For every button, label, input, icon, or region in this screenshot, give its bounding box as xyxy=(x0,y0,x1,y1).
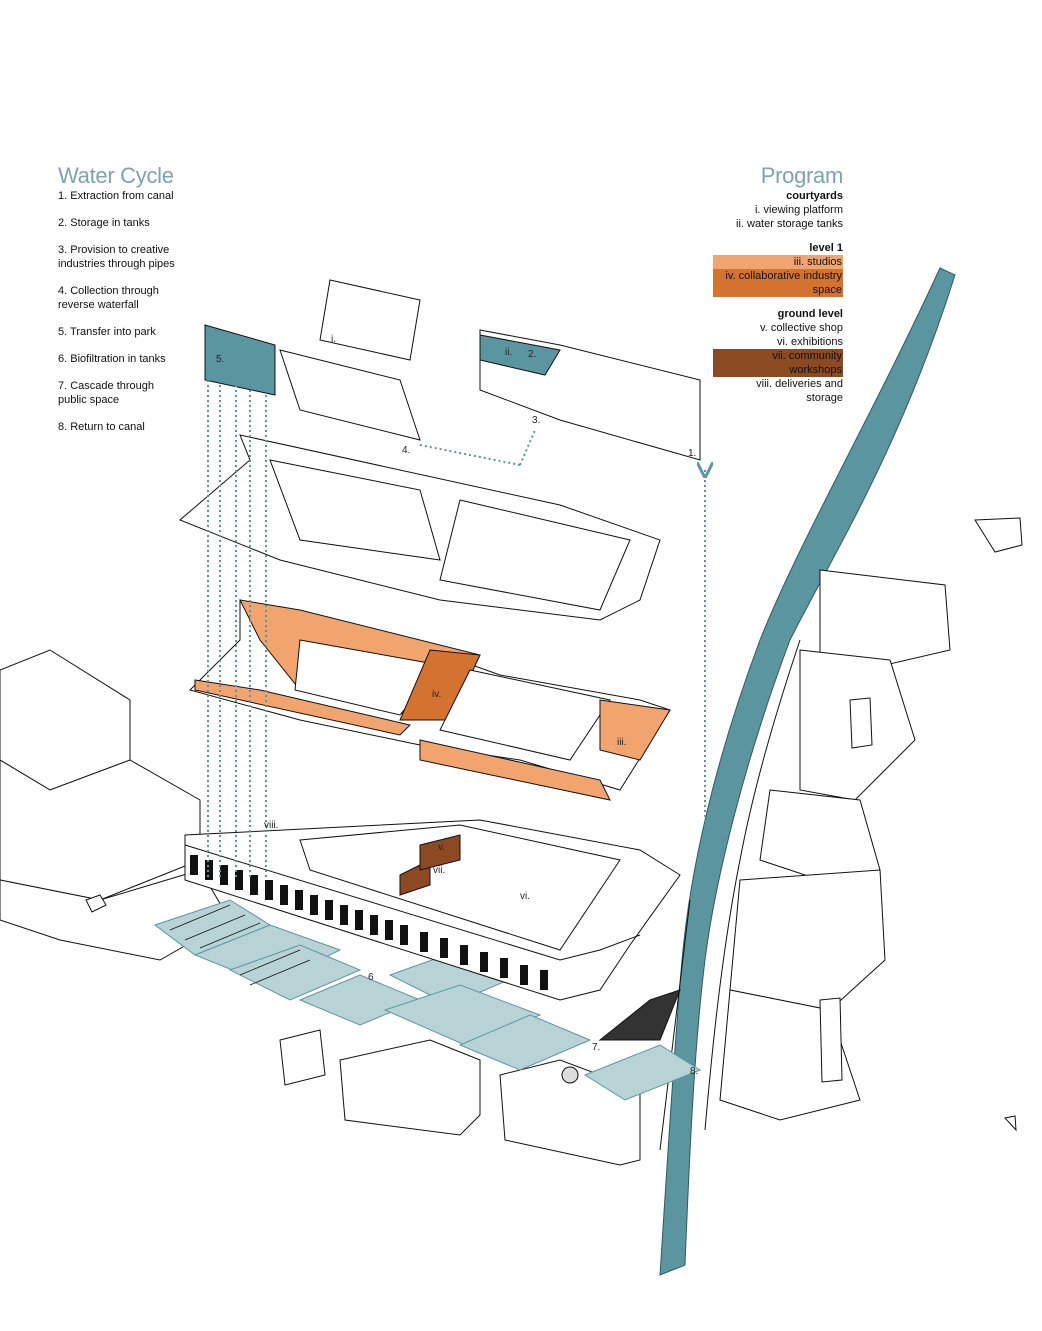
program-group-title: courtyards xyxy=(786,190,843,202)
diagram-label-ii: ii. xyxy=(505,347,512,358)
water-step-3: 3. Provision to creative industries thro… xyxy=(58,244,175,270)
program-group-level-1: level 1 iii. studios iv. collaborative i… xyxy=(713,241,843,297)
program-list: courtyards i. viewing platform ii. water… xyxy=(713,189,843,415)
diagram-step-7: 7. xyxy=(592,1042,600,1053)
level-1-floor xyxy=(189,599,671,801)
program-item-viii: viii. deliveries and storage xyxy=(756,378,843,404)
park-biofiltration-tanks xyxy=(153,899,592,1071)
diagram-step-6: 6 xyxy=(368,972,374,983)
diagram-step-8: 8. xyxy=(690,1066,698,1077)
water-step-2: 2. Storage in tanks xyxy=(58,217,150,229)
diagram-label-v: v. xyxy=(438,842,445,853)
program-item-i: i. viewing platform xyxy=(754,204,843,216)
program-roman-labels: i. ii. iii. iv. v. vi. vii. viii. xyxy=(264,334,626,902)
program-item-vii: vii. community workshops xyxy=(713,349,843,377)
top-structures xyxy=(279,279,701,461)
program-group-title: level 1 xyxy=(809,242,843,254)
program-group-title: ground level xyxy=(777,308,843,320)
water-step-1: 1. Extraction from canal xyxy=(58,190,174,202)
program-heading: Program xyxy=(760,163,844,188)
roof-layer xyxy=(179,434,661,621)
canal-river xyxy=(659,267,956,1276)
diagram-label-vi: vi. xyxy=(520,891,530,902)
collection-tank-5 xyxy=(204,324,276,396)
canal-edge-line-2 xyxy=(704,639,801,1131)
step-number-labels: 1. 2. 3. 4. 5. 6 7. 8. xyxy=(216,349,698,1077)
context-buildings-right xyxy=(719,517,1023,1132)
program-group-courtyards: courtyards i. viewing platform ii. water… xyxy=(713,189,843,231)
diagram-label-iii: iii. xyxy=(617,737,626,748)
program-group-ground-level: ground level v. collective shop vi. exhi… xyxy=(713,307,843,405)
ground-level-building xyxy=(184,819,681,1001)
water-step-5: 5. Transfer into park xyxy=(58,326,156,338)
plaza-cascade xyxy=(561,989,702,1101)
program-item-v: v. collective shop xyxy=(760,322,843,334)
diagram-label-vii: vii. xyxy=(433,865,445,876)
program-item-iv: iv. collaborative industry space xyxy=(713,269,843,297)
diagram-label-i: i. xyxy=(331,334,336,345)
water-step-8: 8. Return to canal xyxy=(58,421,145,433)
diagram-label-iv: iv. xyxy=(432,689,441,700)
water-step-7: 7. Cascade through public space xyxy=(58,380,155,406)
canal-edge-line xyxy=(659,899,691,1151)
pool-lines xyxy=(169,904,311,986)
diagram-step-4: 4. xyxy=(402,445,410,456)
diagram-step-5: 5. xyxy=(216,354,224,365)
program-item-ii: ii. water storage tanks xyxy=(736,218,843,230)
diagram-step-3: 3. xyxy=(532,415,540,426)
diagram-step-2: 2. xyxy=(528,349,536,360)
water-cycle-list: 1. Extraction from canal 2. Storage in t… xyxy=(58,189,228,447)
program-item-vi: vi. exhibitions xyxy=(776,336,843,348)
program-item-iii: iii. studios xyxy=(713,255,843,269)
diagram-step-1: 1. xyxy=(688,448,696,459)
water-step-4: 4. Collection through reverse waterfall xyxy=(58,285,159,311)
diagram-label-viii: viii. xyxy=(264,820,278,831)
water-pipes xyxy=(207,380,705,880)
water-step-6: 6. Biofiltration in tanks xyxy=(58,353,166,365)
water-cycle-heading: Water Cycle xyxy=(58,163,174,188)
